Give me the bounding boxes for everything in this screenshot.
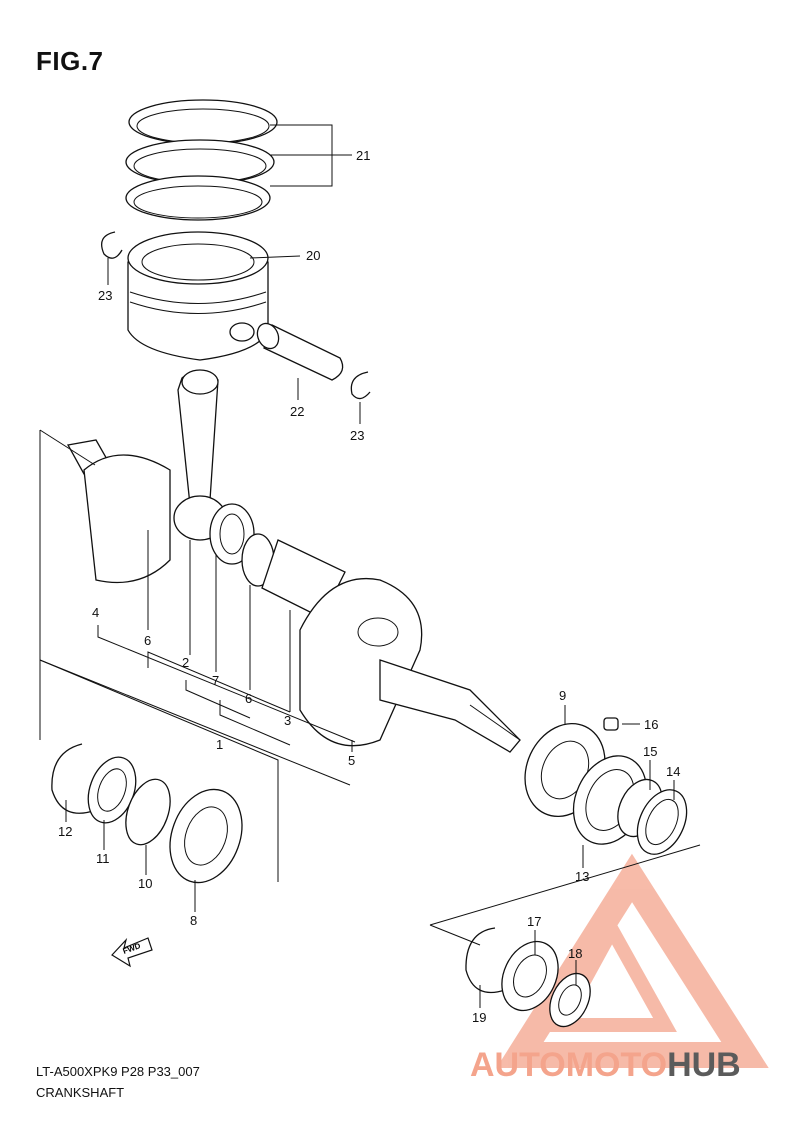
watermark-brand: AUTOMOTOHUB <box>470 1046 741 1085</box>
callout-18: 18 <box>568 946 582 961</box>
shim-10 <box>125 778 171 846</box>
crankshaft-assembly <box>66 369 521 753</box>
callout-5: 5 <box>348 753 355 768</box>
callout-6-right: 6 <box>245 691 252 706</box>
callout-3: 3 <box>284 713 291 728</box>
callout-4: 4 <box>92 605 99 620</box>
assembly-bracket-lines <box>39 124 701 1008</box>
callout-21: 21 <box>356 148 370 163</box>
bearing-8 <box>169 788 243 884</box>
callout-10: 10 <box>138 876 152 891</box>
callout-23-upper: 23 <box>98 288 112 303</box>
callout-15: 15 <box>643 744 657 759</box>
watermark-brand-part1: AUTOMOTO <box>470 1046 668 1084</box>
piston-rings <box>125 99 278 221</box>
callout-1: 1 <box>216 737 223 752</box>
callout-20: 20 <box>306 248 320 263</box>
oil-seal-11 <box>87 756 137 824</box>
piston-pin <box>256 322 344 381</box>
circlip-12 <box>51 743 97 814</box>
fwd-arrow-icon: FWD <box>111 937 153 968</box>
circlip-19 <box>465 927 506 994</box>
callout-7: 7 <box>212 673 219 688</box>
callout-13: 13 <box>575 869 589 884</box>
callout-14: 14 <box>666 764 680 779</box>
figure-name: CRANKSHAFT <box>36 1085 125 1100</box>
watermark-brand-part2: HUB <box>667 1046 741 1084</box>
callout-labels: 21 20 23 22 23 4 6 2 7 6 1 3 5 9 16 15 1… <box>58 148 680 1025</box>
oil-seal-18 <box>549 972 591 1028</box>
callout-23-lower: 23 <box>350 428 364 443</box>
callout-8: 8 <box>190 913 197 928</box>
callout-22: 22 <box>290 404 304 419</box>
callout-6-left: 6 <box>144 633 151 648</box>
piston <box>127 231 269 361</box>
callout-17: 17 <box>527 914 541 929</box>
circlip-upper <box>101 231 123 259</box>
callout-12: 12 <box>58 824 72 839</box>
key-16 <box>603 717 619 731</box>
callout-2: 2 <box>182 655 189 670</box>
circlip-lower <box>350 371 371 400</box>
callout-11: 11 <box>96 851 110 866</box>
callout-19: 19 <box>472 1010 486 1025</box>
callout-9: 9 <box>559 688 566 703</box>
bearing-17 <box>501 940 559 1012</box>
model-code: LT-A500XPK9 P28 P33_007 <box>36 1064 200 1079</box>
callout-16: 16 <box>644 717 658 732</box>
figure-title: FIG.7 <box>36 46 104 76</box>
nut-14 <box>636 789 688 855</box>
